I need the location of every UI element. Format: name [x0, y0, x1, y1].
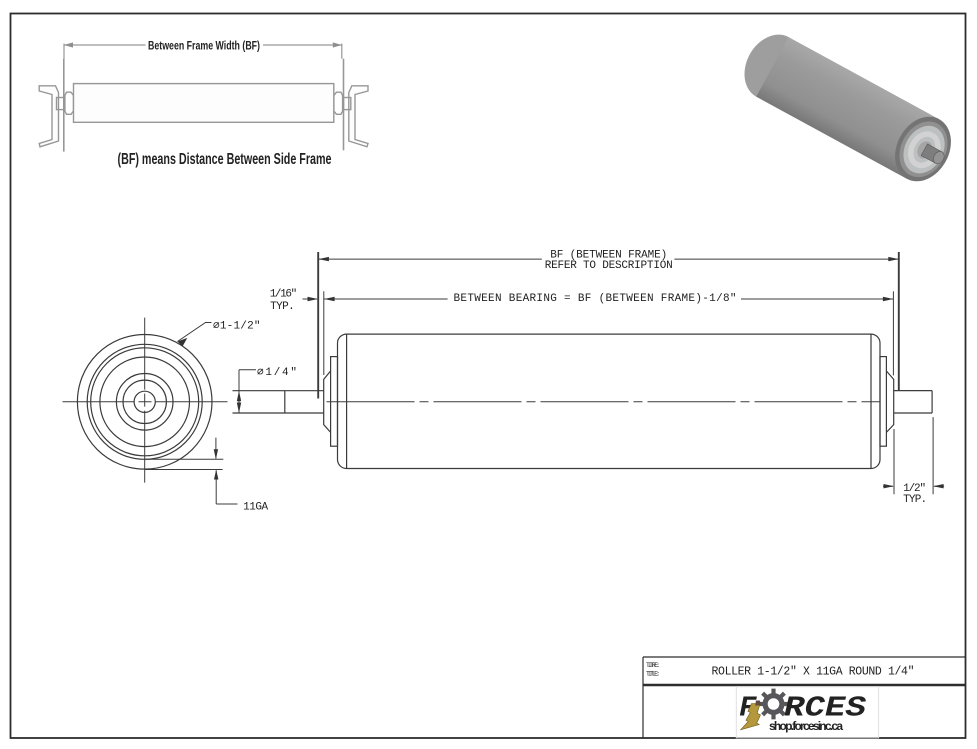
svg-text:TITLE:: TITLE:	[646, 671, 660, 678]
svg-text:TITRE:: TITRE:	[646, 662, 660, 669]
svg-text:11GA: 11GA	[243, 501, 268, 513]
svg-text:TYP.: TYP.	[270, 301, 295, 313]
svg-text:1/2": 1/2"	[903, 483, 926, 495]
svg-text:1/16": 1/16"	[270, 289, 298, 301]
svg-text:RCES: RCES	[784, 692, 867, 725]
svg-text:BETWEEN BEARING = BF (BETWEEN: BETWEEN BEARING = BF (BETWEEN FRAME)-1/8…	[454, 293, 737, 305]
svg-text:TYP.: TYP.	[903, 494, 927, 506]
svg-text:ROLLER 1-1/2" X 11GA ROUND 1/4: ROLLER 1-1/2" X 11GA ROUND 1/4"	[712, 666, 915, 679]
svg-text:BF (BETWEEN FRAME): BF (BETWEEN FRAME)	[550, 249, 667, 261]
svg-text:(BF) means Distance Between Si: (BF) means Distance Between Side Frame	[118, 151, 332, 168]
svg-text:⌀1-1/2": ⌀1-1/2"	[213, 320, 261, 332]
svg-text:shop.forcesinc.ca: shop.forcesinc.ca	[769, 719, 843, 733]
svg-text:REFER TO DESCRIPTION: REFER TO DESCRIPTION	[545, 260, 673, 272]
svg-text:⌀1/4": ⌀1/4"	[257, 367, 297, 379]
svg-text:Between Frame Width (BF): Between Frame Width (BF)	[148, 41, 260, 53]
